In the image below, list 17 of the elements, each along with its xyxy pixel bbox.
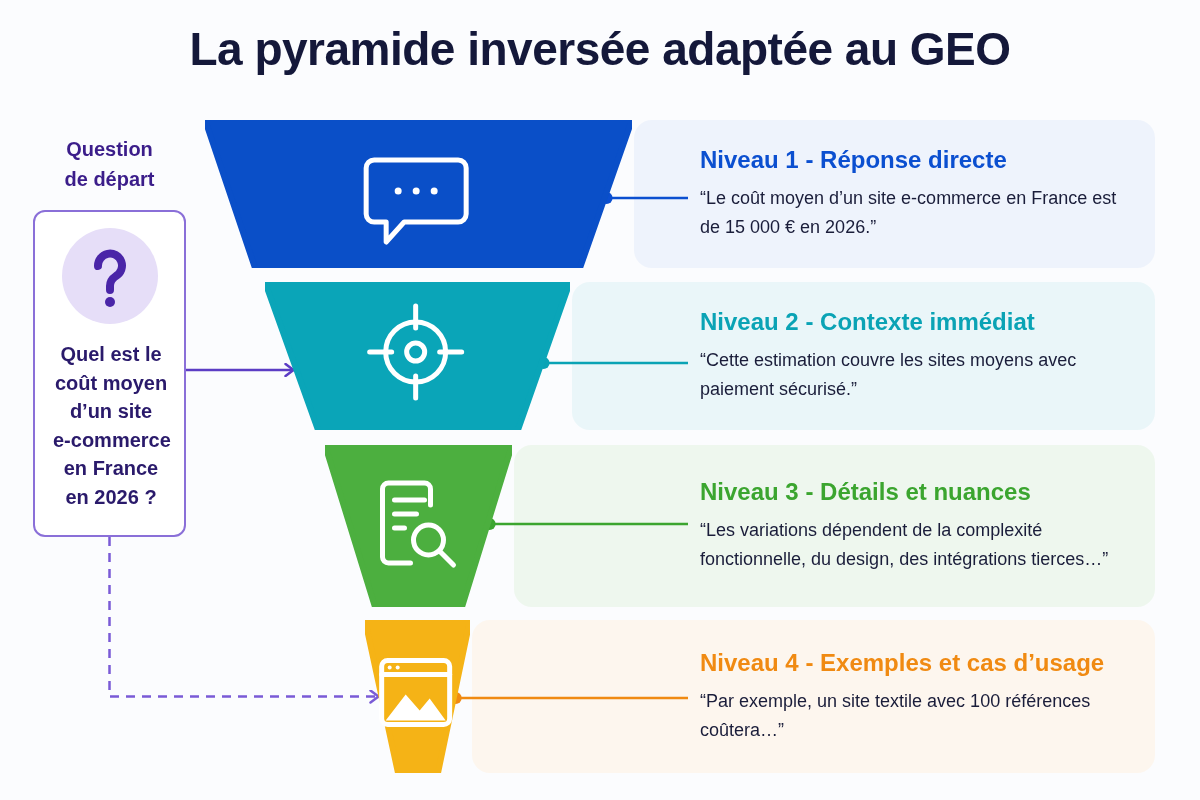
arrow: [186, 362, 295, 378]
quote-text: “Cette estimation couvre les sites moyens avec paiement sécurisé.”: [700, 349, 1078, 401]
quote-text: “Le coût moyen d’un site e-commerce en France est de 15 000 € en 2026.”: [700, 187, 1118, 239]
level-heading: Niveau 3 - Détails et nuances: [700, 478, 1032, 506]
level-card: [514, 445, 1155, 607]
question-text: Quel est le coût moyen d’un site e-commerce en France en 2026 ?: [53, 342, 169, 510]
level-heading: Niveau 1 - Réponse directe: [700, 146, 1008, 174]
level-card: [634, 120, 1155, 268]
card-heading: Question de départ: [63, 137, 156, 192]
level-heading: Niveau 2 - Contexte immédiat: [700, 308, 1036, 336]
title: La pyramide inversée adaptée au GEO: [188, 22, 1012, 76]
level-heading: Niveau 4 - Exemples et cas d’usage: [700, 648, 1106, 677]
quote-text: “Les variations dépendent de la complexité fonctionnelle, du design, des intégrations tierces…”: [700, 519, 1110, 571]
level-card: [572, 282, 1155, 430]
arrow: [108, 537, 380, 704]
quote-text: “Par exemple, un site textile avec 100 références coûtera…”: [700, 689, 1092, 742]
level-card: [472, 620, 1155, 773]
